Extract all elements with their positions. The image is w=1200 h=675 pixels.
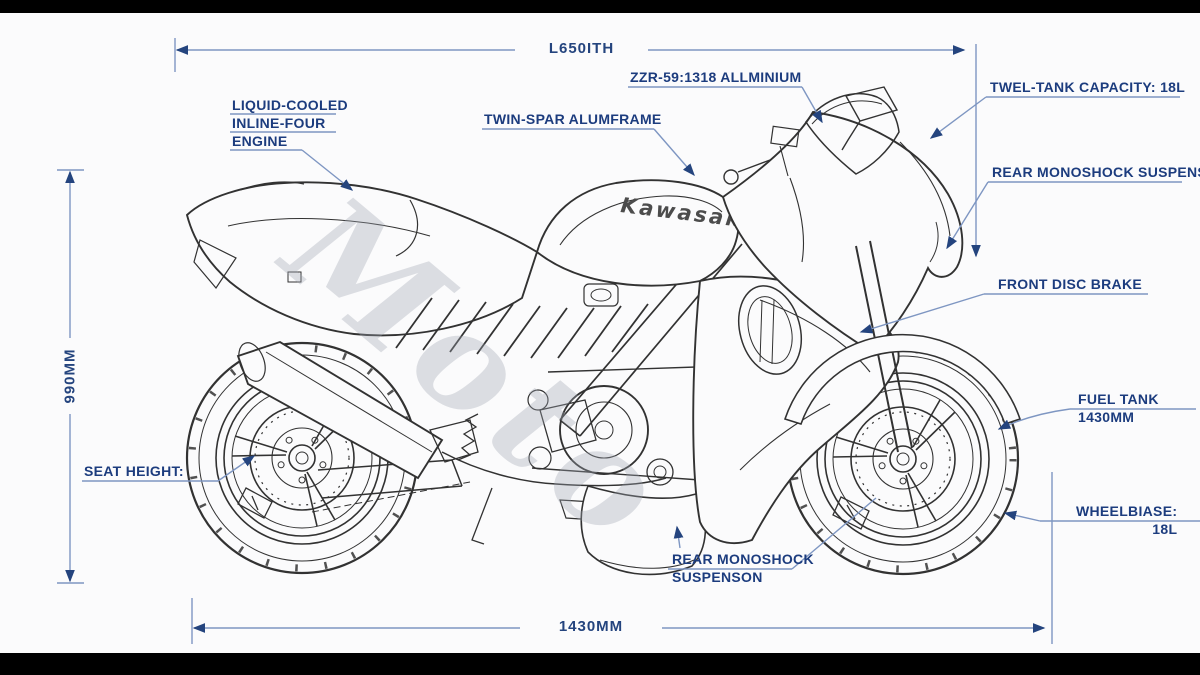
callout-leaders: [82, 86, 1200, 570]
swingarm: [311, 413, 479, 513]
callout-frame: TWIN-SPAR ALUMFRAME: [484, 111, 662, 127]
callout-fuel-tank-line2: 1430MM: [1078, 409, 1135, 425]
fairing-air-duct: [738, 285, 802, 375]
front-disc-bolts: [878, 437, 928, 485]
front-fork: [783, 240, 1022, 453]
length-dimension-label: L650ITH: [548, 40, 615, 57]
callout-front-disc: FRONT DISC BRAKE: [998, 276, 1143, 292]
letterbox-top: [0, 0, 1200, 13]
dimension-lines: [57, 38, 1053, 644]
front-brake-caliper: [832, 496, 870, 530]
callout-wheelbase: WHEELBIASE: 18L: [1076, 502, 1177, 538]
callout-rear-monoshock-upper: REAR MONOSHOCK SUSPENSION: [992, 164, 1200, 180]
callout-fuel-tank: FUEL TANK 1430MM: [1078, 390, 1159, 426]
footpeg-bracket: [429, 419, 493, 545]
callout-rear-monoshock-lower-line1: REAR MONOSHOCK: [672, 551, 814, 567]
callout-wheelbase-line1: WHEELBIASE:: [1076, 503, 1178, 519]
belly-cowl: [580, 485, 707, 576]
callout-rear-monoshock-lower: REAR MONOSHOCK SUSPENSON: [672, 550, 814, 586]
front-fender: [783, 333, 1022, 426]
front-wheel-spokes: [832, 399, 956, 528]
callout-zzr: ZZR-59:1318 ALLMINIUM: [630, 69, 802, 85]
wheelbase-dimension-label: 1430MM: [558, 618, 624, 635]
exhaust: [236, 340, 667, 487]
callout-wheelbase-line2: 18L: [1152, 521, 1178, 537]
mirror: [841, 86, 899, 151]
frame-louvers: [395, 297, 649, 359]
callout-tank-capacity: TWEL-TANK CAPACITY: 18L: [990, 79, 1186, 95]
engine-clutch-cover: [559, 385, 649, 475]
height-dimension-label: 990MM: [61, 348, 79, 404]
callout-fuel-tank-line1: FUEL TANK: [1078, 391, 1159, 407]
tail-seat-unit: [185, 181, 539, 337]
letterbox-bottom: [0, 653, 1200, 675]
callout-engine-line3: ENGINE: [232, 133, 288, 149]
rear-disc-bolts: [277, 436, 327, 484]
callout-engine: LIQUID-COOLED INLINE-FOUR ENGINE: [232, 96, 348, 150]
handlebar-grip: [723, 169, 739, 185]
callout-engine-line2: INLINE-FOUR: [232, 115, 326, 131]
callout-seat-height: SEAT HEIGHT:: [84, 463, 184, 479]
callout-engine-line1: LIQUID-COOLED: [232, 97, 348, 113]
callout-rear-monoshock-lower-line2: SUSPENSON: [672, 569, 763, 585]
brake-reservoir: [770, 125, 800, 148]
